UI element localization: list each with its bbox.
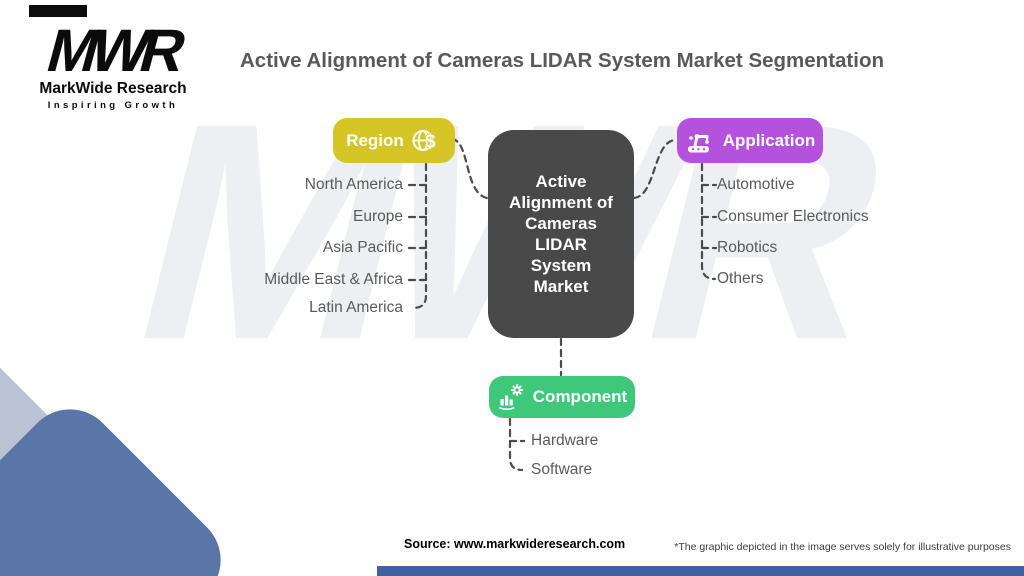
region-item-north-america: North America xyxy=(304,176,403,193)
markwide-logo: MWR MarkWide Research Inspiring Growth xyxy=(26,17,200,111)
connector-component-spine xyxy=(508,417,526,472)
component-badge: Component xyxy=(489,376,635,418)
component-item-software: Software xyxy=(531,461,593,478)
application-item-automotive: Automotive xyxy=(717,176,795,193)
application-item-others: Others xyxy=(717,270,764,287)
application-badge: Application xyxy=(677,118,823,163)
component-badge-label: Component xyxy=(532,387,628,406)
center-market-box: Active Alignment of Cameras LIDAR System… xyxy=(488,130,634,338)
svg-text:$: $ xyxy=(425,132,436,153)
center-box-line: Market xyxy=(533,277,589,296)
page-title: Active Alignment of Cameras LIDAR System… xyxy=(239,49,884,72)
center-box-line: Alignment of xyxy=(509,193,613,212)
center-box-line: LIDAR xyxy=(535,235,587,254)
region-badge: Region $ xyxy=(333,118,455,163)
region-item-middle-east-africa: Middle East & Africa xyxy=(264,271,403,288)
application-badge-label: Application xyxy=(722,130,816,150)
logo-monogram: MWR xyxy=(39,17,187,84)
center-box-line: System xyxy=(530,256,592,275)
globe-dollar-icon: $ xyxy=(412,127,442,154)
logo-tagline: Inspiring Growth xyxy=(47,100,179,111)
region-item-europe: Europe xyxy=(353,208,403,225)
component-item-hardware: Hardware xyxy=(531,432,599,449)
bottom-accent-bar xyxy=(377,566,1024,576)
region-item-latin-america: Latin America xyxy=(309,299,403,316)
disclaimer-text: *The graphic depicted in the image serve… xyxy=(674,541,1011,553)
application-item-consumer-electronics: Consumer Electronics xyxy=(717,208,869,225)
center-box-line: Active xyxy=(535,172,587,191)
corner-mark xyxy=(29,5,87,17)
center-box-line: Cameras xyxy=(525,214,597,233)
region-item-asia-pacific: Asia Pacific xyxy=(322,239,403,256)
application-item-robotics: Robotics xyxy=(717,239,778,256)
logo-name: MarkWide Research xyxy=(39,80,187,97)
source-text: Source: www.markwideresearch.com xyxy=(404,537,626,551)
region-badge-label: Region xyxy=(346,130,404,150)
chart-gear-icon xyxy=(497,383,525,411)
robot-arm-icon xyxy=(685,127,715,155)
